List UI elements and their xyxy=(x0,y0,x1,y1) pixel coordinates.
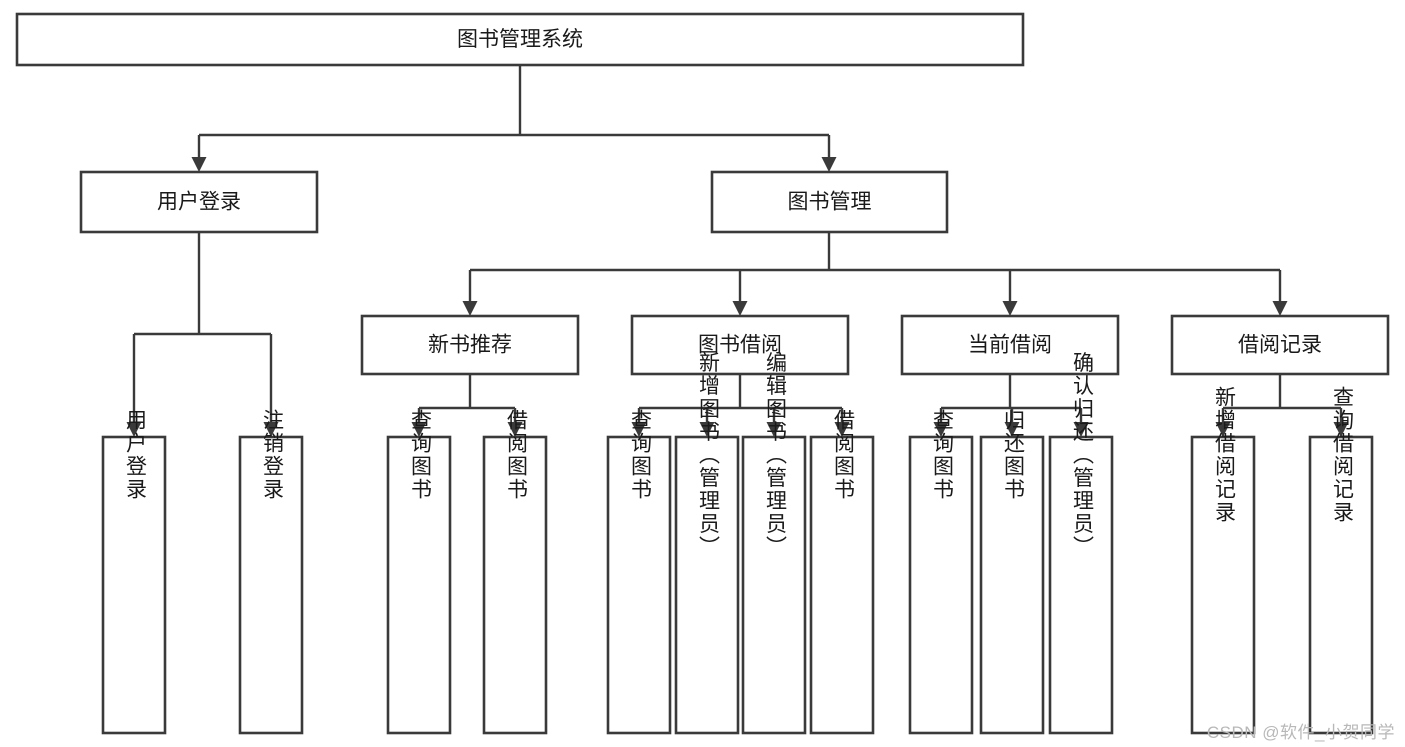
node-label: 编辑图书（管理员） xyxy=(763,352,787,559)
node-box xyxy=(908,435,974,735)
nodes-layer: 图书管理系统用户登录图书管理新书推荐图书借阅当前借阅借阅记录用户登录注销登录查询… xyxy=(15,12,1390,735)
node-box xyxy=(979,435,1045,735)
node-leaf-注销登录[interactable]: 注销登录 xyxy=(238,409,304,735)
connector-group-图书管理系统 xyxy=(191,65,837,172)
arrow-head-icon xyxy=(732,301,748,316)
node-label: 用户登录 xyxy=(157,191,241,214)
node-box xyxy=(238,435,304,735)
arrow-head-icon xyxy=(821,157,837,172)
node-label: 借阅图书 xyxy=(504,409,528,501)
node-leaf-用户登录[interactable]: 用户登录 xyxy=(101,409,167,735)
node-leaf-新增图书管理员[interactable]: 新增图书（管理员） xyxy=(674,352,740,735)
node-box xyxy=(630,314,850,376)
arrow-head-icon xyxy=(1004,422,1020,437)
node-label: 图书管理 xyxy=(788,191,872,214)
node-label: 查询借阅记录 xyxy=(1330,386,1354,524)
arrow-head-icon xyxy=(507,422,523,437)
node-leaf-归还图书[interactable]: 归还图书 xyxy=(979,409,1045,735)
node-box xyxy=(386,435,452,735)
node-level2-用户登录[interactable]: 用户登录 xyxy=(79,170,319,234)
node-root-图书管理系统[interactable]: 图书管理系统 xyxy=(15,12,1025,67)
arrow-head-icon xyxy=(462,301,478,316)
node-label: 图书管理系统 xyxy=(457,28,583,51)
node-label: 新增图书（管理员） xyxy=(696,352,720,559)
arrow-head-icon xyxy=(1002,301,1018,316)
connector-group-用户登录 xyxy=(126,232,279,437)
node-box xyxy=(1308,435,1374,735)
node-level3-当前借阅[interactable]: 当前借阅 xyxy=(900,314,1120,376)
node-box xyxy=(101,435,167,735)
node-box xyxy=(15,12,1025,67)
node-leaf-新增借阅记录[interactable]: 新增借阅记录 xyxy=(1190,386,1256,735)
node-leaf-借阅图书[interactable]: 借阅图书 xyxy=(809,409,875,735)
node-box xyxy=(741,435,807,735)
node-label: 查询图书 xyxy=(408,409,432,501)
node-label: 注销登录 xyxy=(260,409,284,501)
node-label: 借阅图书 xyxy=(831,409,855,501)
node-box xyxy=(1170,314,1390,376)
node-box xyxy=(674,435,740,735)
arrow-head-icon xyxy=(834,422,850,437)
node-box xyxy=(1190,435,1256,735)
node-leaf-编辑图书管理员[interactable]: 编辑图书（管理员） xyxy=(741,352,807,735)
node-box xyxy=(1048,435,1114,735)
node-leaf-确认归还管理员[interactable]: 确认归还（管理员） xyxy=(1048,352,1114,735)
node-label: 借阅记录 xyxy=(1238,334,1322,357)
node-label: 确认归还（管理员） xyxy=(1070,352,1094,559)
arrow-head-icon xyxy=(1215,422,1231,437)
node-label: 当前借阅 xyxy=(968,334,1052,357)
connector-group-借阅记录 xyxy=(1215,374,1349,437)
arrow-head-icon xyxy=(1073,422,1089,437)
node-box xyxy=(710,170,949,234)
arrow-head-icon xyxy=(1333,422,1349,437)
arrow-head-icon xyxy=(1272,301,1288,316)
connector-group-图书管理 xyxy=(462,232,1288,316)
node-box xyxy=(809,435,875,735)
node-level3-新书推荐[interactable]: 新书推荐 xyxy=(360,314,580,376)
node-label: 查询图书 xyxy=(628,409,652,501)
node-level3-借阅记录[interactable]: 借阅记录 xyxy=(1170,314,1390,376)
arrow-head-icon xyxy=(631,422,647,437)
node-label: 归还图书 xyxy=(1001,409,1025,501)
node-label: 用户登录 xyxy=(123,409,147,501)
arrow-head-icon xyxy=(411,422,427,437)
arrow-head-icon xyxy=(933,422,949,437)
node-level2-图书管理[interactable]: 图书管理 xyxy=(710,170,949,234)
connector-group-当前借阅 xyxy=(933,374,1089,437)
watermark-text: CSDN @软件_小贺同学 xyxy=(1206,723,1395,742)
node-level3-图书借阅[interactable]: 图书借阅 xyxy=(630,314,850,376)
arrow-head-icon xyxy=(766,422,782,437)
connector-group-图书借阅 xyxy=(631,374,850,437)
arrow-head-icon xyxy=(263,422,279,437)
node-leaf-查询借阅记录[interactable]: 查询借阅记录 xyxy=(1308,386,1374,735)
connectors-layer xyxy=(126,65,1349,437)
node-box xyxy=(79,170,319,234)
node-label: 新增借阅记录 xyxy=(1212,386,1236,524)
node-box xyxy=(482,435,548,735)
arrow-head-icon xyxy=(699,422,715,437)
node-leaf-查询图书[interactable]: 查询图书 xyxy=(386,409,452,735)
node-label: 新书推荐 xyxy=(428,334,512,357)
node-leaf-查询图书[interactable]: 查询图书 xyxy=(908,409,974,735)
node-leaf-查询图书[interactable]: 查询图书 xyxy=(606,409,672,735)
connector-group-新书推荐 xyxy=(411,374,523,437)
node-label: 图书借阅 xyxy=(698,334,782,357)
node-leaf-借阅图书[interactable]: 借阅图书 xyxy=(482,409,548,735)
node-box xyxy=(900,314,1120,376)
arrow-head-icon xyxy=(126,422,142,437)
arrow-head-icon xyxy=(191,157,207,172)
node-box xyxy=(360,314,580,376)
node-label: 查询图书 xyxy=(930,409,954,501)
node-box xyxy=(606,435,672,735)
